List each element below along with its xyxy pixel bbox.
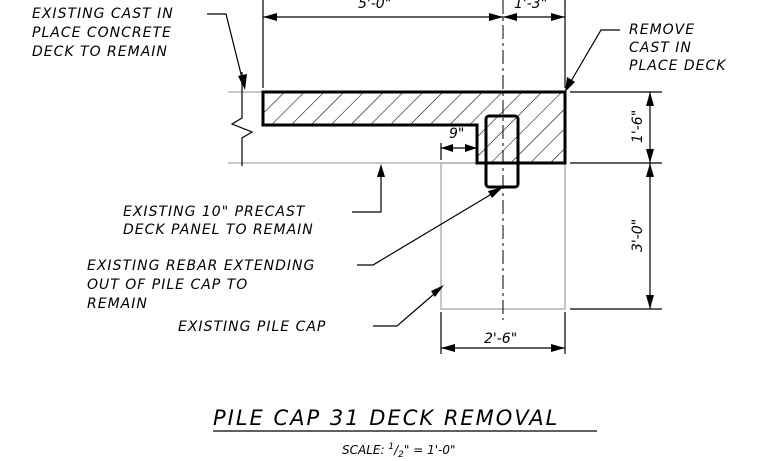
bottom-dimension [440,312,566,354]
right-dimensions [570,91,662,310]
dim-overhang: 9" [449,126,464,142]
label-remove-deck: REMOVE CAST IN PLACE DECK [629,22,727,74]
leader-pile-cap [373,285,444,327]
scale-numerator: 1 [388,442,394,452]
dim-top-left: 5'-0" [358,0,391,12]
leader-remove-deck [565,29,620,92]
dim-top-right: 1'-3" [514,0,547,12]
rebar-outline [484,114,520,189]
removed-deck-section [261,90,567,165]
scale-denominator: 2 [398,450,404,460]
scale-suffix: " = 1'-0" [404,443,456,457]
overhang-dimension [440,143,477,160]
scale-prefix: SCALE: [342,443,385,457]
label-pile-cap: EXISTING PILE CAP [178,319,326,335]
dim-pile-cap-width: 2'-6" [484,331,517,347]
dim-deck-depth: 1'-6" [630,110,646,143]
label-rebar: EXISTING REBAR EXTENDING OUT OF PILE CAP… [87,258,321,312]
break-line [230,72,254,166]
label-existing-deck: EXISTING CAST IN PLACE CONCRETE DECK TO … [32,6,179,60]
scale-note: SCALE: 1/2" = 1'-0" [342,442,455,460]
drawing-title: PILE CAP 31 DECK REMOVAL [213,406,559,430]
dim-pile-cap-height: 3'-0" [630,219,646,252]
top-dimension [262,0,566,88]
label-precast-panel: EXISTING 10" PRECAST DECK PANEL TO REMAI… [123,204,314,238]
leader-existing-deck [207,13,247,90]
leader-precast-panel [352,164,385,213]
leader-rebar [357,187,503,266]
